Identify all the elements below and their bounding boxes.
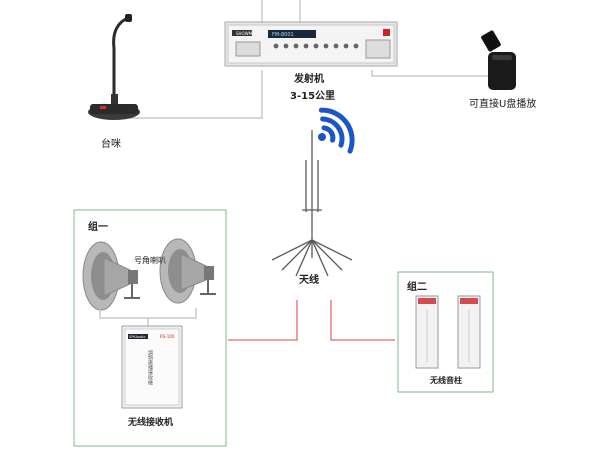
microphone-icon	[88, 14, 140, 120]
receiver-label: 无线接收机	[128, 418, 174, 428]
transmitter-range: 3-15公里	[290, 91, 336, 102]
horn-speaker-left-icon	[82, 241, 140, 311]
group1-title: 组一	[88, 222, 108, 233]
wireless-signal-icon	[318, 107, 355, 154]
antenna-label: 天线	[299, 275, 319, 286]
usb-label: 可直接U盘播放	[469, 99, 537, 110]
column-speaker-label: 无线音柱	[430, 376, 462, 385]
transmitter-brand: SHOWMAX	[236, 31, 258, 36]
transmitter-model: FM-8001	[272, 32, 294, 38]
transmitter-unit: SHOWMAX FM-8001	[224, 21, 398, 67]
connector-lines	[128, 0, 488, 119]
usb-drive-icon	[481, 30, 516, 90]
antenna-icon	[271, 130, 353, 277]
receiver-brand: SPKAudio	[129, 335, 146, 339]
microphone-label: 台咪	[101, 139, 121, 150]
horn-speaker-right-icon	[159, 238, 216, 304]
column-speaker-left-icon	[415, 295, 439, 369]
group2-title: 组二	[407, 282, 427, 293]
receiver-panel-text: 調頻廣播接收機	[147, 349, 153, 386]
wireless-receiver-icon: SPKAudio RS-100 調頻廣播接收機	[121, 325, 183, 409]
transmitter-label: 发射机	[294, 74, 324, 85]
group2-panel	[397, 271, 494, 393]
column-speaker-right-icon	[457, 295, 481, 369]
signal-lines	[228, 300, 395, 341]
receiver-model: RS-100	[160, 334, 175, 339]
horn-speaker-label: 号角喇叭	[134, 256, 166, 265]
group1-panel: SPKAudio RS-100 調頻廣播接收機	[73, 209, 227, 447]
